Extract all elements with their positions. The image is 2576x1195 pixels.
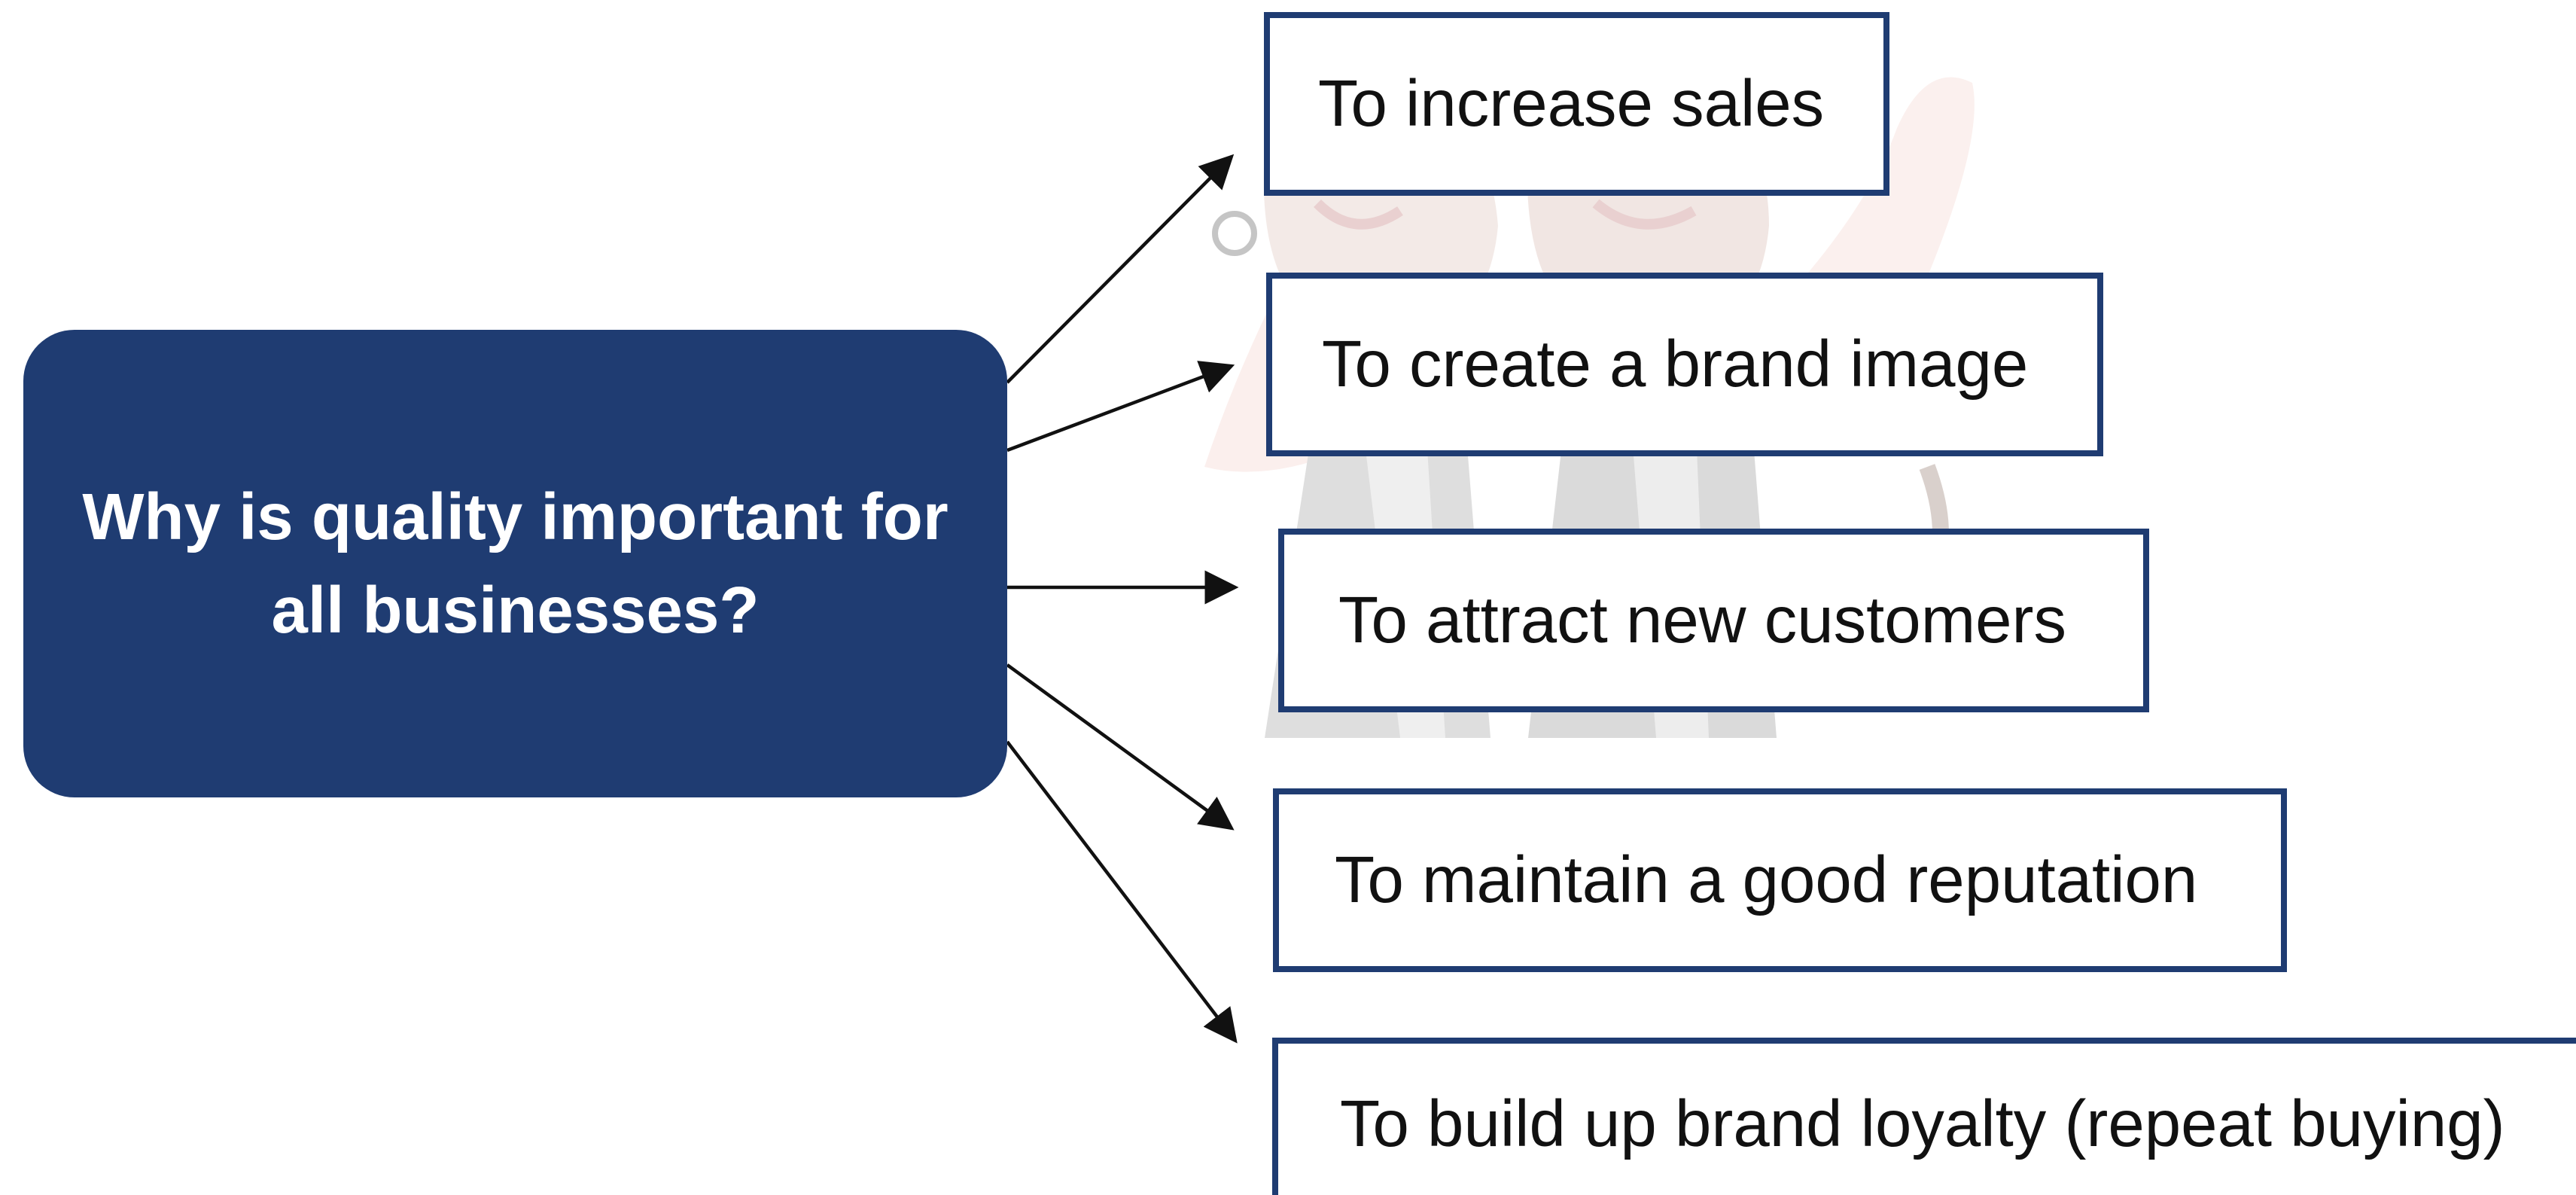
question-box: Why is quality important for all busines…: [23, 330, 1007, 797]
reason-label: To attract new customers: [1338, 584, 2067, 657]
reason-label: To increase sales: [1318, 67, 1825, 140]
reason-box-brand-loyalty: To build up brand loyalty (repeat buying…: [1272, 1038, 2576, 1195]
reason-label: To create a brand image: [1322, 328, 2029, 401]
reason-label: To maintain a good reputation: [1335, 843, 2198, 916]
reason-box-new-customers: To attract new customers: [1278, 529, 2149, 712]
reason-label: To build up brand loyalty (repeat buying…: [1340, 1087, 2505, 1160]
question-line-1: Why is quality important for: [82, 480, 948, 553]
reason-box-increase-sales: To increase sales: [1264, 12, 1889, 196]
arrow-to-reason-5: [1006, 740, 1238, 1044]
question-text: Why is quality important for all busines…: [82, 471, 948, 657]
reason-box-brand-image: To create a brand image: [1266, 273, 2103, 456]
question-line-2: all businesses?: [271, 573, 760, 647]
reason-box-good-reputation: To maintain a good reputation: [1273, 788, 2287, 972]
